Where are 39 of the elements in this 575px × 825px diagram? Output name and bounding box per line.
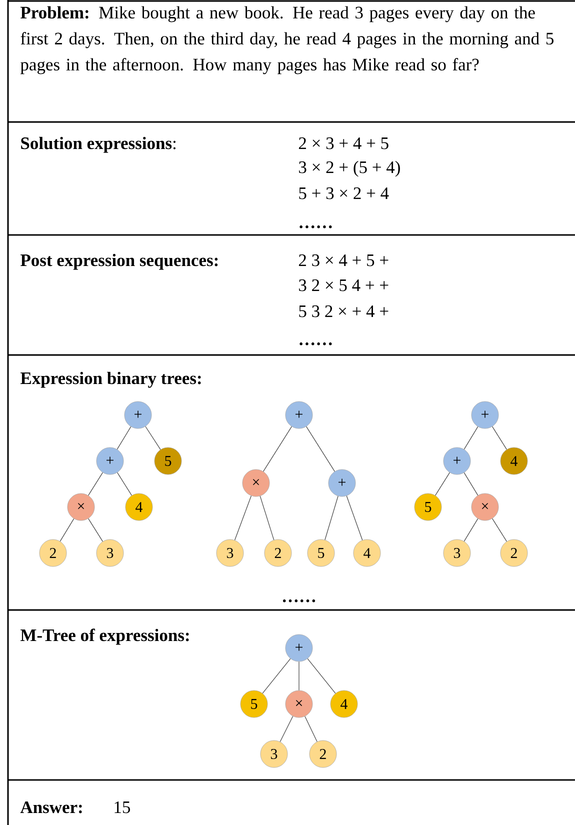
answer-heading: Answer: bbox=[20, 801, 82, 814]
tree-edge bbox=[464, 426, 478, 450]
section-heading: M-Tree of expressions: bbox=[20, 628, 189, 645]
expression-text: 3 × 2 + (5 + 4) bbox=[299, 160, 400, 177]
tree-edge bbox=[260, 496, 274, 540]
tree-edge bbox=[492, 518, 507, 542]
tree-edge bbox=[234, 496, 252, 540]
tree-edge bbox=[262, 658, 291, 694]
tree-edge bbox=[464, 472, 478, 496]
tree-edge bbox=[306, 426, 335, 472]
tree-edge bbox=[304, 716, 318, 742]
tree-edge bbox=[298, 661, 300, 691]
expression-text: 2 3 × 4 + 5 + bbox=[298, 254, 388, 266]
tree-edge bbox=[263, 426, 292, 472]
tree-edge bbox=[60, 518, 74, 542]
tree-edge bbox=[492, 426, 507, 450]
tree-edge bbox=[116, 426, 132, 450]
section-heading: Post expression sequences: bbox=[20, 254, 218, 270]
tree-edge bbox=[324, 496, 338, 540]
expression-text: 5 + 3 × 2 + 4 bbox=[299, 187, 389, 200]
tree-edge bbox=[88, 518, 103, 542]
tree-edge bbox=[117, 472, 132, 496]
expression-text: 3 2 × 5 4 + + bbox=[299, 279, 388, 292]
section-heading: Expression binary trees: bbox=[20, 372, 201, 388]
tree-edge bbox=[435, 472, 450, 496]
expression-text: 2 × 3 + 4 + 5 bbox=[298, 137, 388, 150]
section-heading: Solution expressions: bbox=[21, 136, 176, 153]
answer-value: 15 bbox=[114, 801, 130, 814]
ellipsis: …… bbox=[300, 225, 332, 228]
tree-edge bbox=[307, 658, 336, 694]
ellipsis: …… bbox=[300, 342, 332, 346]
tree-edge bbox=[464, 518, 478, 542]
ellipsis: …… bbox=[282, 599, 316, 602]
tree-edge bbox=[88, 472, 103, 496]
expression-text: 5 3 2 × + 4 + bbox=[299, 305, 388, 318]
tree-edge bbox=[145, 426, 161, 450]
tree-edge bbox=[280, 716, 294, 742]
tree-edge bbox=[346, 496, 363, 540]
problem-text: Problem: Mike bought a new book. He read 3 pages every day on the first 2 days. Then, on the third day, he read 4 pages in the morning and 5 pages in the afternoon. How many pages has Mike read so far? bbox=[20, 6, 554, 74]
